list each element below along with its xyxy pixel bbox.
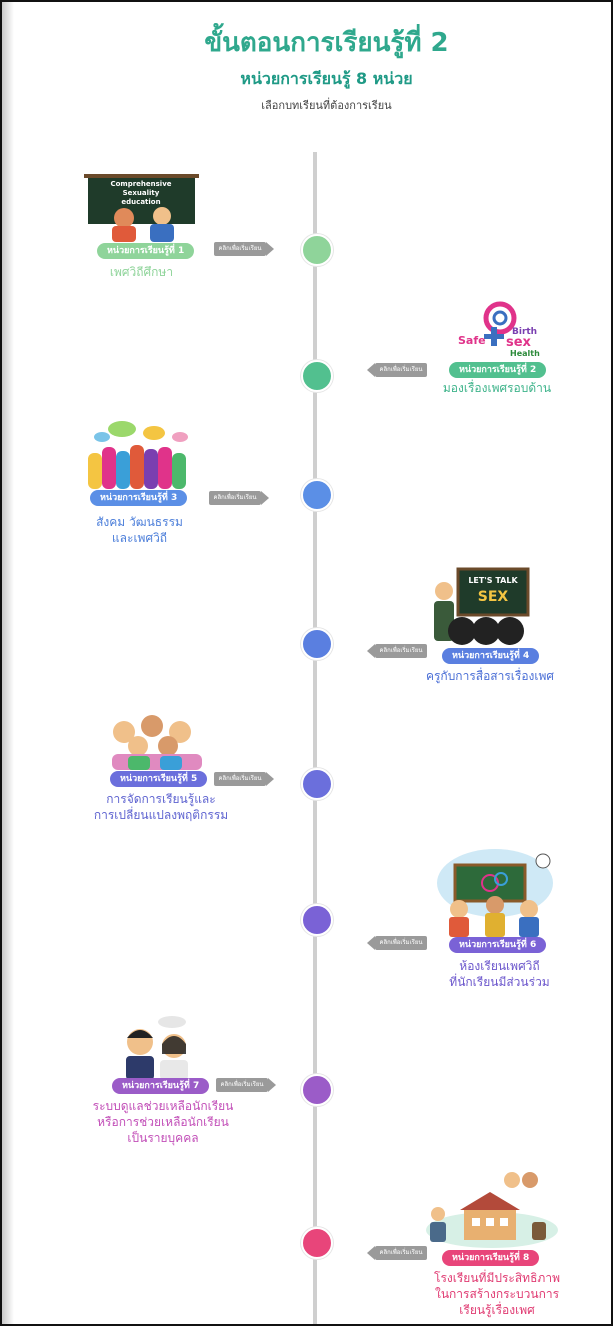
timeline-node[interactable] [301, 904, 333, 936]
unit-pill: หน่วยการเรียนรู้ที่ 7 [112, 1078, 210, 1094]
svg-text:education: education [121, 198, 160, 206]
start-button[interactable]: คลิกเพื่อเริ่มเรียน [214, 772, 274, 786]
svg-text:Sexuality: Sexuality [123, 189, 160, 197]
timeline-node[interactable] [301, 768, 333, 800]
timeline-node[interactable] [301, 628, 333, 660]
timeline-node[interactable] [301, 234, 333, 266]
unit-name: โรงเรียนที่มีประสิทธิภาพ ในการสร้างกระบว… [434, 1271, 560, 1317]
page-title: ขั้นตอนการเรียนรู้ที่ 2 [204, 28, 449, 58]
unit-pill: หน่วยการเรียนรู้ที่ 6 [449, 937, 547, 953]
start-button[interactable]: คลิกเพื่อเริ่มเรียน [209, 491, 269, 505]
unit-pill: หน่วยการเรียนรู้ที่ 8 [442, 1250, 540, 1266]
start-button[interactable]: คลิกเพื่อเริ่มเรียน [367, 1246, 427, 1260]
svg-text:Safe: Safe [458, 334, 486, 347]
svg-text:sex: sex [506, 335, 532, 350]
unit-pill: หน่วยการเรียนรู้ที่ 2 [449, 362, 547, 378]
timeline-node[interactable] [301, 1074, 333, 1106]
unit-name: ห้องเรียนเพศวิถี ที่นักเรียนมีส่วนร่วม [449, 959, 550, 989]
left-shadow [2, 2, 14, 1324]
unit-pill: หน่วยการเรียนรู้ที่ 4 [442, 648, 540, 664]
unit-name: สังคม วัฒนธรรม และเพศวิถี [96, 515, 183, 545]
page-caption: เลือกบทเรียนที่ต้องการเรียน [261, 99, 392, 112]
timeline-node[interactable] [301, 1227, 333, 1259]
students-illustration[interactable] [102, 710, 214, 772]
teacher-board-illustration[interactable]: LET'S TALK SEX [430, 565, 535, 647]
timeline-line [313, 152, 317, 1324]
crowd-illustration[interactable] [84, 417, 196, 493]
unit-name: การจัดการเรียนรู้และ การเปลี่ยนแปลงพฤติก… [93, 792, 229, 822]
svg-text:Birth: Birth [512, 327, 537, 337]
svg-text:SEX: SEX [478, 589, 509, 605]
counseling-illustration[interactable] [112, 1014, 202, 1080]
unit-name: ระบบดูแลช่วยเหลือนักเรียน หรือการช่วยเหล… [92, 1099, 234, 1145]
school-community-illustration[interactable] [420, 1170, 558, 1248]
unit-pill: หน่วยการเรียนรู้ที่ 1 [97, 243, 195, 259]
start-button[interactable]: คลิกเพื่อเริ่มเรียน [367, 644, 427, 658]
classroom-kids-illustration[interactable] [435, 847, 553, 937]
header: ขั้นตอนการเรียนรู้ที่ 2 หน่วยการเรียนรู้… [2, 22, 611, 114]
unit-name: เพศวิถีศึกษา [109, 265, 174, 279]
timeline-node[interactable] [301, 479, 333, 511]
start-button[interactable]: คลิกเพื่อเริ่มเรียน [214, 242, 274, 256]
sex-symbols-illustration[interactable]: Safe Birth sex Health [454, 298, 549, 360]
svg-text:LET'S TALK: LET'S TALK [468, 576, 518, 585]
timeline-node[interactable] [301, 360, 333, 392]
svg-text:Health: Health [510, 349, 540, 358]
unit-pill: หน่วยการเรียนรู้ที่ 3 [90, 490, 188, 506]
start-button[interactable]: คลิกเพื่อเริ่มเรียน [367, 936, 427, 950]
unit-name: ครูกับการสื่อสารเรื่องเพศ [425, 669, 555, 683]
art-text-1: Comprehensive [110, 180, 171, 188]
start-button[interactable]: คลิกเพื่อเริ่มเรียน [216, 1078, 276, 1092]
unit-pill: หน่วยการเรียนรู้ที่ 5 [110, 771, 208, 787]
start-button[interactable]: คลิกเพื่อเริ่มเรียน [367, 363, 427, 377]
unit-name: มองเรื่องเพศรอบด้าน [442, 381, 552, 395]
page-subtitle: หน่วยการเรียนรู้ 8 หน่วย [240, 69, 413, 88]
classroom-illustration[interactable]: Comprehensive Sexuality education [84, 174, 199, 242]
